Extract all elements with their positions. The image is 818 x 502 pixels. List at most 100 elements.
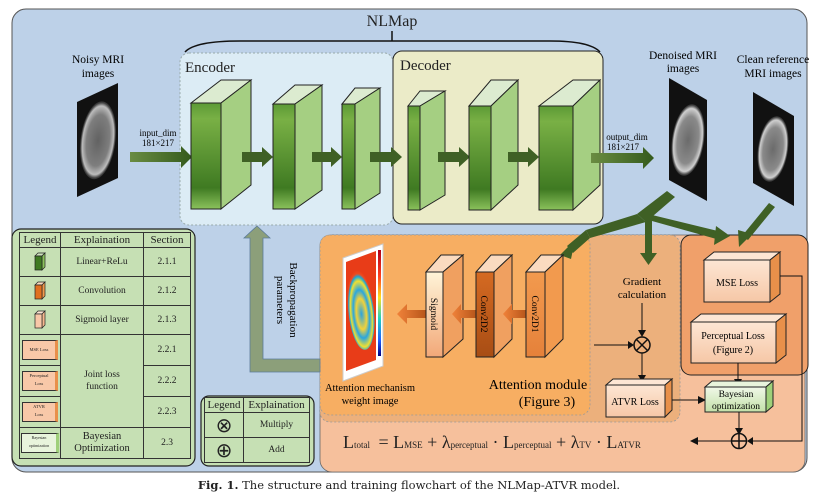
section-header: Section [143,232,191,248]
encoder-block-2 [271,84,324,210]
attention-weight-label-line1: Attention mechanism [325,383,415,394]
legend-explanation: Convolution [60,276,144,306]
legend-row: Convolution 2.1.2 [19,276,191,306]
decoder-arrow-1 [438,147,470,167]
attention-weight-image [342,243,384,382]
bayesian-label-line1: Bayesian [719,390,754,400]
legend-header: Legend [204,397,244,413]
legend-row: ⊕ Add [204,437,310,463]
attention-arrow-3 [397,304,426,324]
encoder-label: Encoder [185,60,235,76]
bayesian-label-line2: optimization [712,402,760,412]
attention-arrow-2 [452,304,476,324]
encoder-arrow-1 [242,147,273,167]
perceptual-loss-label-line2: (Figure 2) [713,345,753,356]
linear-relu-block-icon [34,251,46,271]
encoder-block-1 [189,78,253,211]
sigmoid-layer-block: Sigmoid [424,253,465,359]
output-dim-label: output_dim [606,132,648,142]
bayesian-optimization-box: Bayesian optimization [703,379,775,414]
denoised-label-line2: images [667,63,700,75]
clean-mri-image [753,92,794,206]
atvr-loss-label: ATVR Loss [611,397,659,408]
decoder-block-2 [467,78,520,212]
backprop-arrow [242,225,321,373]
legend-section: 2.2.2 [143,365,191,397]
conv2d1-layer-label: Conv2D1 [529,296,539,333]
nlmap-bracket [184,40,601,53]
legend-explanation: Sigmoid layer [60,305,144,335]
explanation-header: Explaination [243,397,310,413]
denoised-mri-image [669,78,707,201]
input-arrow [130,146,192,168]
input-dim-value: 181×217 [142,138,175,148]
sigmoid-layer-label: Sigmoid [428,298,438,330]
legend-header: Legend [19,232,61,248]
perceptual-loss-box: Perceptual Loss (Figure 2) [689,312,788,365]
legend-ops-table: Legend Explaination ⊗ Multiply ⊕ Add [204,397,310,463]
attention-module-label-line1: Attention module [489,378,587,393]
attention-module-label-line2: (Figure 3) [519,395,576,410]
legend-section: 2.2.3 [143,396,191,428]
output-arrow [591,147,654,169]
input-dim-label: input_dim [139,128,176,138]
decoder-arrow-2 [508,147,539,167]
encoder-arrow-2 [312,147,342,167]
legend-section: 2.3 [143,427,191,459]
total-loss-formula: Ltotal = LMSE + λperceptual · Lperceptua… [343,432,641,452]
output-dim-value: 181×217 [607,142,640,152]
conv2d2-layer-block: Conv2D2 [474,253,514,359]
legend-explanation-line2: Optimization [74,443,130,454]
legend-row: Sigmoid layer 2.1.3 [19,305,191,335]
nlmap-title: NLMap [367,13,418,30]
figure-caption: Fig. 1. The structure and training flowc… [0,478,818,492]
add-operator-icon [730,432,748,450]
mse-loss-block-icon: MSE Loss [22,340,58,360]
legend-explanation: Linear+ReLu [60,247,144,277]
mse-loss-box: MSE Loss [702,250,782,304]
add-icon: ⊕ [204,437,244,463]
decoder-block-1 [406,90,447,211]
atvr-loss-box: ATVR Loss [604,377,674,419]
output-branch-arrows [560,191,775,265]
perceptual-loss-label-line1: Perceptual Loss [701,331,765,342]
encoder-block-3 [340,87,382,210]
encoder-arrow-3 [370,147,402,167]
denoised-label-line1: Denoised MRI [649,50,717,62]
diagram-canvas: NLMap Encoder Decoder Noisy MRI images i… [11,8,809,473]
explanation-header: Explaination [60,232,144,248]
legend-explanation-line1: Joint loss [84,370,120,380]
attention-weight-label-line2: weight image [342,396,399,407]
caption-prefix: Fig. 1. [197,478,239,492]
gradient-label-line2: calculation [618,289,667,301]
sigmoid-block-icon [34,309,46,329]
noisy-label-line1: Noisy MRI [72,54,124,66]
legend-explanation-line2: function [86,382,118,392]
legend-row: ⊗ Multiply [204,412,310,438]
legend-row: MSE Loss Joint loss function 2.2.1 [19,334,191,428]
noisy-mri-image [77,83,118,197]
noisy-label-line2: images [82,68,115,80]
multiply-operator-icon [633,336,651,354]
legend-explanation: Multiply [243,412,310,438]
legend-section: 2.1.2 [143,276,191,306]
clean-label-line2: MRI images [744,68,802,80]
legend-section: 2.1.3 [143,305,191,335]
decoder-label: Decoder [400,58,451,74]
clean-label-line1: Clean reference [737,54,809,66]
legend-explanation: Add [243,437,310,463]
backprop-label-line1: Backpropagation [287,262,299,338]
attention-arrow-1 [503,304,526,324]
decoder-block-3 [537,78,602,212]
backprop-label-line2: parameters [274,276,286,324]
legend-main-table: Legend Explaination Section Linear+ReLu … [19,232,191,459]
legend-explanation-line1: Bayesian [82,431,122,442]
multiply-icon: ⊗ [204,412,244,438]
legend-row: Linear+ReLu 2.1.1 [19,247,191,277]
conv2d2-layer-label: Conv2D2 [478,296,488,333]
gradient-label-line1: Gradient [623,276,661,288]
